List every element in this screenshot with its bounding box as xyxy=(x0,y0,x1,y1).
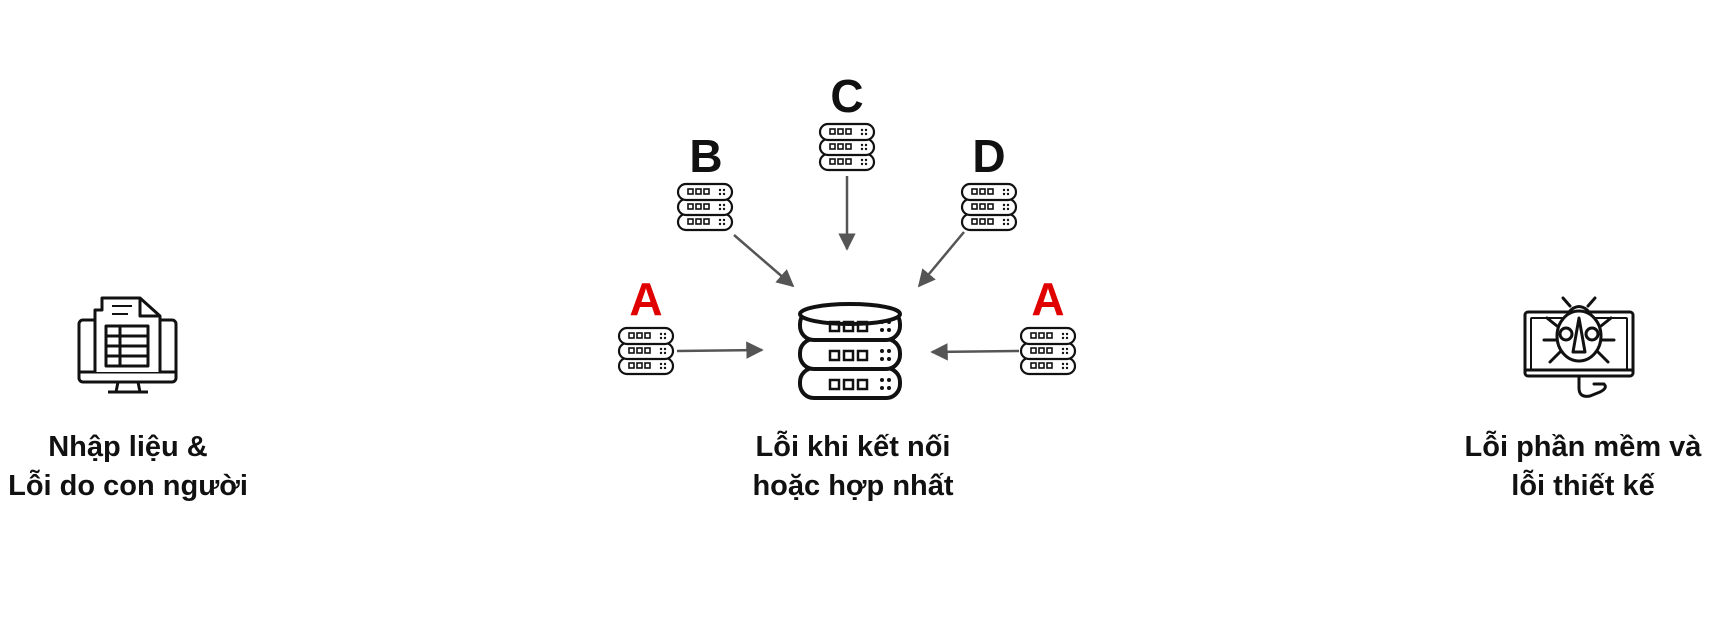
center-caption-line1: Lỗi khi kết nối xyxy=(755,431,951,463)
small-database-icon xyxy=(818,122,876,172)
center-caption-line2: hoặc hợp nhất xyxy=(752,470,954,502)
source-label-a-right: A xyxy=(1031,273,1064,325)
arrow-b xyxy=(733,234,795,288)
spreadsheet-monitor-icon xyxy=(77,296,178,394)
right-caption-line2: lỗi thiết kế xyxy=(1511,470,1655,502)
small-database-icon xyxy=(960,182,1018,232)
source-db-d: D xyxy=(960,130,1018,232)
right-caption: Lỗi phần mềm và lỗi thiết kế xyxy=(1446,428,1720,506)
source-db-b: B xyxy=(676,130,734,232)
arrow-d xyxy=(917,231,965,288)
small-database-icon xyxy=(1019,326,1077,376)
database-icon xyxy=(798,302,902,400)
center-caption: Lỗi khi kết nối hoặc hợp nhất xyxy=(700,428,1006,506)
small-database-icon xyxy=(676,182,734,232)
left-caption-line2: Lỗi do con người xyxy=(8,470,248,502)
source-db-a-right: A xyxy=(1019,273,1077,376)
source-db-c: C xyxy=(818,70,876,172)
left-caption: Nhập liệu & Lỗi do con người xyxy=(0,428,256,506)
arrow-a-left xyxy=(676,341,764,359)
source-label-d: D xyxy=(972,130,1005,182)
source-label-b: B xyxy=(689,130,722,182)
arrow-a-right xyxy=(930,343,1020,361)
bug-monitor-icon xyxy=(1523,296,1635,398)
right-caption-line1: Lỗi phần mềm và xyxy=(1464,431,1702,463)
source-db-a-left: A xyxy=(617,273,675,376)
small-database-icon xyxy=(617,326,675,376)
left-caption-line1: Nhập liệu & xyxy=(48,431,208,463)
source-label-a-left: A xyxy=(629,273,662,325)
source-label-c: C xyxy=(830,70,863,122)
